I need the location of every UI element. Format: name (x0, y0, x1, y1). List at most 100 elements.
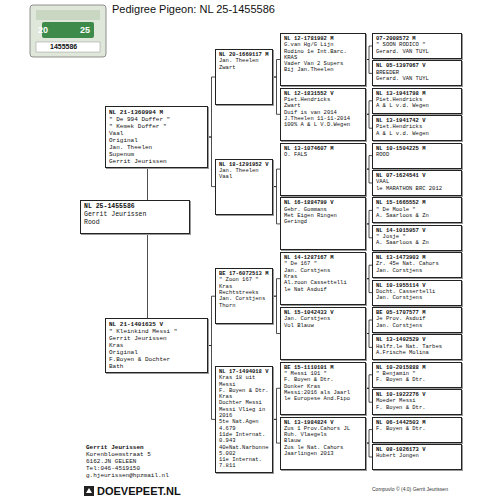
pigeon-info: " Kemek Doffer " (109, 123, 204, 130)
pigeon-info: A. Saarloos & Zn (376, 240, 458, 246)
pedigree-box: NL 14-1015957 V" Josje "A. Saarloos & Zn (372, 225, 462, 251)
pedigree-box: NL 06-1442503 MF. Boyen & Dtr. (372, 417, 462, 443)
pedigree-line (273, 279, 280, 297)
pedigree-box: NL 15-1665552 M" De Moole "A. Saarloos &… (372, 197, 462, 223)
pigeon-info: Kras (109, 342, 204, 349)
pigeon-info: Original (109, 349, 204, 356)
ring-card-band (36, 10, 100, 20)
pedigree-line (273, 388, 280, 419)
pigeon-info: 100% A & L V.D.Wegen (284, 122, 362, 128)
ring-number: NL 21-1401635 V (109, 321, 204, 328)
pedigree-box: NL 13-1941798 MPiet.HendricksA & L v.d. … (372, 88, 462, 114)
pigeon-info: Gerard. VAN TUYL (376, 76, 458, 82)
pedigree-box: NL 25-1455586Gerrit JeurissenRood (80, 200, 190, 234)
pedigree-box: NL 10-1504225 MROOD (372, 143, 462, 169)
pedigree-line (147, 168, 148, 200)
pigeon-info: ROOD (376, 152, 458, 158)
pedigree-box: NL 13-1984824 VZus 1 Prov.Cahors JLRuh. … (280, 417, 366, 470)
pigeon-info: Rood (84, 219, 186, 227)
pigeon-info: Vol Blauw (284, 323, 362, 329)
pedigree-box: NL 10-1922276 VMoeder MessiF. Boyen & Dt… (372, 389, 462, 415)
pedigree-box: NL 10-2015888 M" Benjamin "F. Boyen & Dt… (372, 362, 462, 388)
pigeon-info: Jan. Corstjens (376, 323, 458, 329)
breeder-name: Gerrit Jeurissen (86, 444, 144, 451)
pedigree-box: NL 12-1781992 MG.van Hg/G LijnRodino 1e … (280, 33, 366, 86)
pigeon-info: Jan. Corstjens (376, 295, 458, 301)
ring-card (30, 5, 106, 57)
pigeon-info: le Europese And.Fipo (284, 396, 362, 402)
pigeon-info: A & L v.d. Wegen (376, 103, 458, 109)
pedigree-box: NL 14-1287167 M" De 167 "Jan. CorstjensK… (280, 252, 366, 305)
pigeon-info: Vaal (219, 174, 269, 180)
pedigree-line (273, 187, 280, 224)
pedigree-box: NL 13-1074607 MO. FALS (280, 143, 366, 196)
ring-card-seal (42, 22, 94, 38)
pedigree-box: NL 13-1473903 MZr. 45e Nat. CahorsJan. C… (372, 252, 462, 278)
pedigree-box: NL 13-1492529 VHalfz.le Nat. TarbesA.Fri… (372, 334, 462, 360)
pigeon-info: Kras 18 uit Messi (219, 375, 269, 388)
pedigree-line (273, 169, 280, 187)
pigeon-info: O. FALS (284, 152, 362, 158)
pedigree-line (273, 296, 280, 333)
software-note: Compuvlo © (4.0) Gerrit Jeurissen (372, 486, 448, 492)
pigeon-info: 11de Internat. 0.943 (219, 432, 269, 445)
pigeon-info: A & L v.d. Wegen (376, 131, 458, 137)
breeder-phone: Tel:046-4519150 (86, 465, 140, 472)
pedigree-box: BE 17-6072513 M" Zoon 167 "KrasRechtstre… (215, 268, 273, 324)
pedigree-box: BE 15-1110101 M" Messi 101 "F. Boyen & D… (280, 362, 366, 415)
ring-number: NL 25-1455586 (84, 203, 186, 211)
pedigree-line (208, 137, 215, 187)
pedigree-box: NL 10-1955114 VDocht. CassertelliJan. Co… (372, 280, 462, 306)
pedigree-box: NL 05-1397067 VBREEDERGerard. VAN TUYL (372, 60, 462, 86)
pigeon-info: 11e Internat. 7.811 (219, 457, 269, 470)
pigeon-info: F.Boyen & Dochter (109, 356, 204, 363)
pedigree-box: NL 13-1941742 VPiet.HendricksA & L v.d. … (372, 115, 462, 141)
pigeon-info: Gerrit Jeurissen (109, 158, 204, 165)
pigeon-info: Gerrit Jeurissen (109, 335, 204, 342)
pedigree-line (273, 419, 280, 443)
ring-year: 25 (80, 25, 90, 35)
page-title: Pedigree Pigeon: NL 25-1455586 (112, 3, 275, 15)
pedigree-box: NL 08-1026173 VHubert Jongen (372, 444, 462, 470)
breeder-address: Korenbloemstraat 5 (86, 451, 151, 458)
ring-card-strip (36, 42, 100, 52)
pedigree-box: NL 20-1669117 MJan. TheelenZwart (215, 49, 273, 105)
pedigree-box: NL 18-1291952 VJan. TheelenVaal (215, 159, 273, 215)
pedigree-box: NL 15-1042433 VJan. CorstjensVol Blauw (280, 307, 366, 360)
pigeon-info: Original (109, 137, 204, 144)
pigeon-info: Messi Vlieg in 2016 (219, 407, 269, 420)
pedigree-box: NL 21-1401635 V" Kleinkind Messi "Gerrit… (105, 318, 208, 373)
pigeon-info: A. Saarloos & Zn (376, 213, 458, 219)
pigeon-info: " De 994 Doffer " (109, 116, 204, 123)
pigeon-info: le MARATHON BRC 2012 (376, 186, 458, 192)
pigeon-info: A.Frische Molina (376, 350, 458, 356)
pigeon-info: Met Eigen Ringen Geringd (284, 213, 362, 226)
pedigree-box: BE 05-1707577 MJe Prov. AsduifJan. Corst… (372, 307, 462, 333)
ring-year: 20 (38, 25, 48, 35)
pigeon-info: 5te Nat.Agen 4.679 (219, 419, 269, 432)
pigeon-info: Thorn (219, 303, 269, 309)
pigeon-info: Bij Jan.Theelen (284, 67, 362, 73)
pigeon-info: Hubert Jongen (376, 453, 458, 459)
breeder-address: 6162.JN GELEEN (86, 458, 136, 465)
pigeon-info: Bath (109, 363, 204, 370)
pedigree-box: NL 17-1494018 VKras 18 uit MessiF. Boyen… (215, 366, 273, 473)
pedigree-line (273, 60, 280, 78)
ring-number: 1455586 (50, 43, 77, 50)
pedigree-line (208, 77, 215, 137)
pigeon-info: F. Boyen & Dtr. (376, 377, 458, 383)
pigeon-info: " Kleinkind Messi " (109, 328, 204, 335)
pigeon-info: Vaal (109, 130, 204, 137)
pigeon-info: 40eNat.Narbonne 5.002 (219, 445, 269, 458)
pedigree-line (273, 77, 280, 114)
pedigree-box: NL 12-1831552 VPiet.HendricksZwartDuif i… (280, 88, 366, 141)
pigeon-info: F. Boyen & Dtr. (376, 405, 458, 411)
pigeon-info: Zwart (219, 65, 269, 71)
watermark: DOEVEPEET.NL (97, 485, 181, 497)
pigeon-info: Zus le Nat. Cahors Jaarlingen 2013 (284, 445, 362, 458)
pigeon-info: F. Boyen & Dtr. (376, 426, 458, 432)
pigeon-info: Gerrit Jeurissen (84, 211, 186, 219)
ring-number: NL 21-1360994 M (109, 109, 204, 116)
watermark-icon (84, 486, 94, 496)
